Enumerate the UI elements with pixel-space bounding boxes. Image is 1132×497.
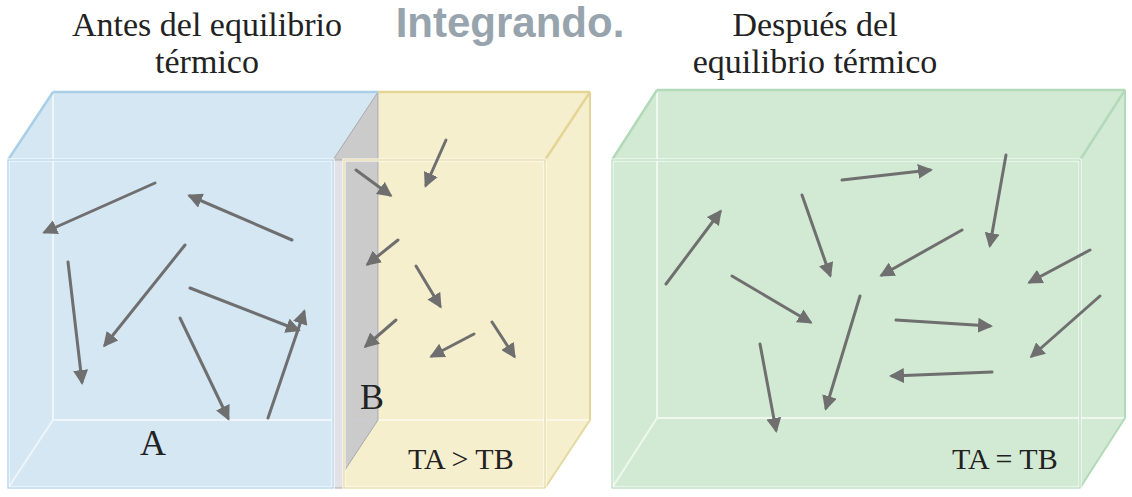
region-b [333,92,590,488]
part-label: A [140,423,166,463]
part-label-box: A [140,424,190,464]
molecule-arrow [416,266,440,306]
back-face-edge [53,92,378,420]
molecule-arrow [368,240,398,264]
depth-edge [545,92,590,160]
molecule-arrow [105,245,185,345]
molecule-arrows [45,140,1100,430]
back-edge [1124,90,1126,418]
molecule-arrow [760,344,776,430]
part-label-box: B [360,378,410,418]
temperature-relation-box: TA > TB [408,442,542,475]
panel-title-box: Antes del equilibrio térmico [62,6,352,81]
panel-title: Antes del equilibrio térmico [72,6,342,80]
temperature-relation: TA = TB [952,442,1058,475]
front-face-edge [344,160,545,488]
molecule-arrow [180,318,228,418]
molecule-arrow [190,288,298,330]
molecule-arrow [268,312,304,418]
panel-title: Después del equilibrio térmico [693,6,938,80]
molecule-arrow [802,195,830,275]
watermark-box: Integrando. [330,0,690,46]
front-face-edge [344,160,545,488]
depth-edge [612,418,657,488]
top-edge [53,91,378,94]
molecule-arrow [68,262,82,382]
panel-title-box: Después del equilibrio térmico [670,6,960,81]
depth-edge [545,420,590,488]
molecule-arrow [842,170,930,180]
molecule-arrow [666,212,720,284]
molecule-arrow [45,183,155,232]
partition-edge [333,160,344,488]
molecule-arrow [990,155,1006,245]
molecule-arrow [882,230,962,275]
top-edge [378,91,590,94]
back-face-edge [378,92,590,420]
front-face-edge [8,160,333,488]
temperature-relation-box: TA = TB [952,442,1076,475]
depth-edge [8,92,53,160]
front-face-edge [612,160,1080,488]
molecule-arrow [356,170,390,195]
top-edge [657,89,1125,92]
partition-wall [333,92,378,488]
front-face-edge [8,160,333,488]
molecule-arrow [426,140,446,185]
depth-edge [1080,418,1125,488]
back-edge [589,92,591,420]
depth-edge [1080,90,1125,160]
front-face-edge [612,160,1080,488]
region-a [8,92,378,488]
part-label: B [360,377,384,417]
depth-edge [8,420,53,488]
molecule-arrow [432,334,474,356]
molecule-arrow [492,322,514,356]
depth-edge [612,90,657,160]
molecule-arrow [366,320,396,346]
molecule-arrow [732,276,810,322]
watermark: Integrando. [396,0,625,46]
back-face-edge [657,90,1125,418]
molecule-arrow [892,372,992,376]
molecule-arrow [1032,296,1100,356]
region-mixed [612,90,1125,488]
molecule-arrow [826,296,860,408]
molecule-arrow [190,196,292,240]
molecule-arrow [896,320,990,326]
molecule-arrow [1030,250,1090,282]
temperature-relation: TA > TB [408,442,514,475]
